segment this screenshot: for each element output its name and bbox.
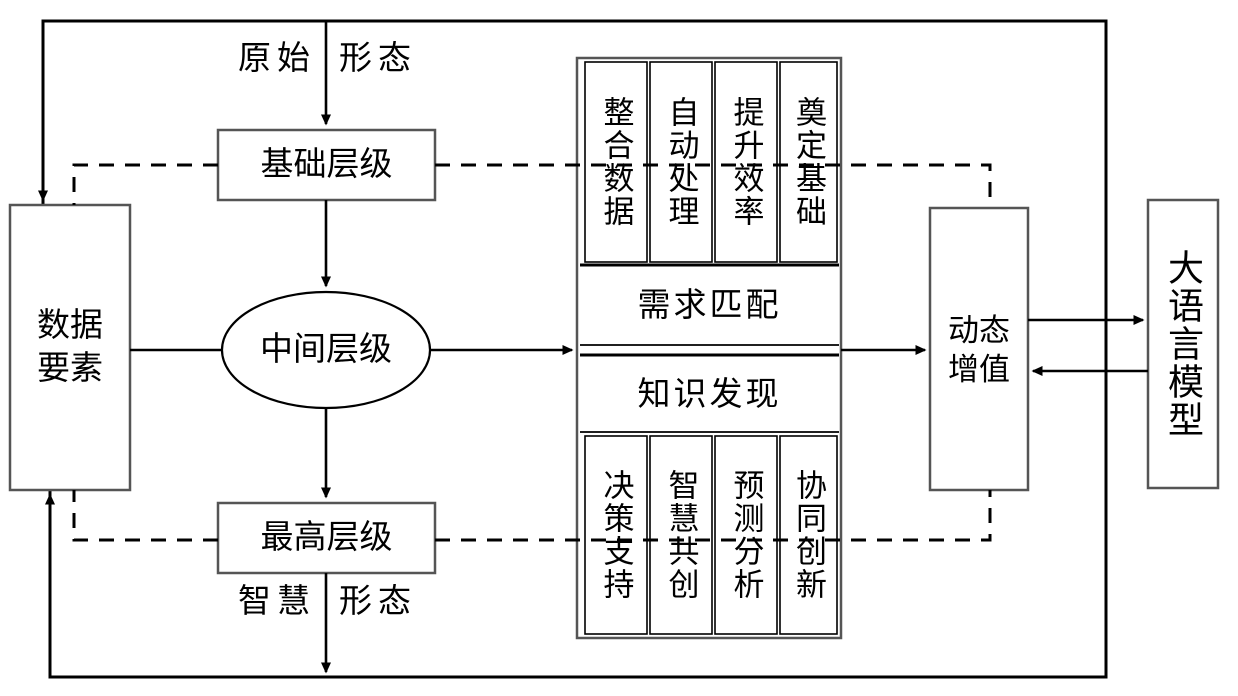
- matrix-cell-top-1: 自动处理: [650, 62, 712, 262]
- edge-label-raw-form-left: 原始: [238, 41, 316, 77]
- node-label-basic-level: 基础层级: [260, 146, 393, 183]
- matrix-cell-top-0: 整合数据: [585, 62, 647, 262]
- matrix-row-middle-0: 需求匹配: [637, 287, 782, 324]
- node-label-middle-level: 中间层级: [260, 331, 392, 368]
- node-label-llm: 大语言模型: [1148, 200, 1218, 488]
- matrix-cell-text: 自动处理: [663, 96, 699, 228]
- matrix-cell-text: 决策支持: [598, 469, 634, 601]
- solid-connectors: [130, 21, 1148, 674]
- node-label-dynamic-value: 动态 增值: [930, 295, 1028, 405]
- dynamic-value-line2: 增值: [948, 352, 1010, 387]
- box-dynamic-value: [928, 206, 1030, 492]
- matrix-cell-top-2: 提升效率: [715, 62, 777, 262]
- box-data-element: [8, 203, 132, 492]
- edge-label-raw-form-right: 形态: [339, 41, 417, 77]
- outer-feedback-frame: [38, 19, 1108, 679]
- matrix-cell-bottom-0: 决策支持: [585, 436, 647, 634]
- matrix-cell-text: 提升效率: [728, 96, 764, 228]
- matrix-cell-text: 智慧共创: [663, 469, 699, 601]
- edge-label-wisdom-form-right: 形态: [339, 584, 417, 620]
- node-label-top-level: 最高层级: [260, 519, 393, 556]
- matrix-cell-text: 预测分析: [728, 469, 764, 601]
- matrix-cell-text: 协同创新: [791, 469, 826, 601]
- llm-vertical-text: 大语言模型: [1163, 249, 1203, 439]
- data-element-line1: 数据: [37, 307, 103, 344]
- matrix-cell-bottom-2: 预测分析: [715, 436, 777, 634]
- matrix-cell-text: 整合数据: [598, 96, 634, 228]
- matrix-cell-bottom-3: 协同创新: [780, 436, 837, 634]
- matrix-row-middle-1: 知识发现: [637, 376, 782, 413]
- box-llm: [1146, 198, 1220, 490]
- dashed-connectors: [72, 163, 992, 542]
- matrix-cell-text: 奠定基础: [791, 96, 826, 228]
- edge-label-wisdom-form-left: 智慧: [238, 584, 316, 620]
- data-element-line2: 要素: [37, 350, 103, 387]
- matrix-cell-bottom-1: 智慧共创: [650, 436, 712, 634]
- node-label-data-element: 数据 要素: [10, 280, 130, 415]
- matrix-cell-top-3: 奠定基础: [780, 62, 837, 262]
- dynamic-value-line1: 动态: [948, 313, 1010, 348]
- box-top-level: [216, 501, 437, 575]
